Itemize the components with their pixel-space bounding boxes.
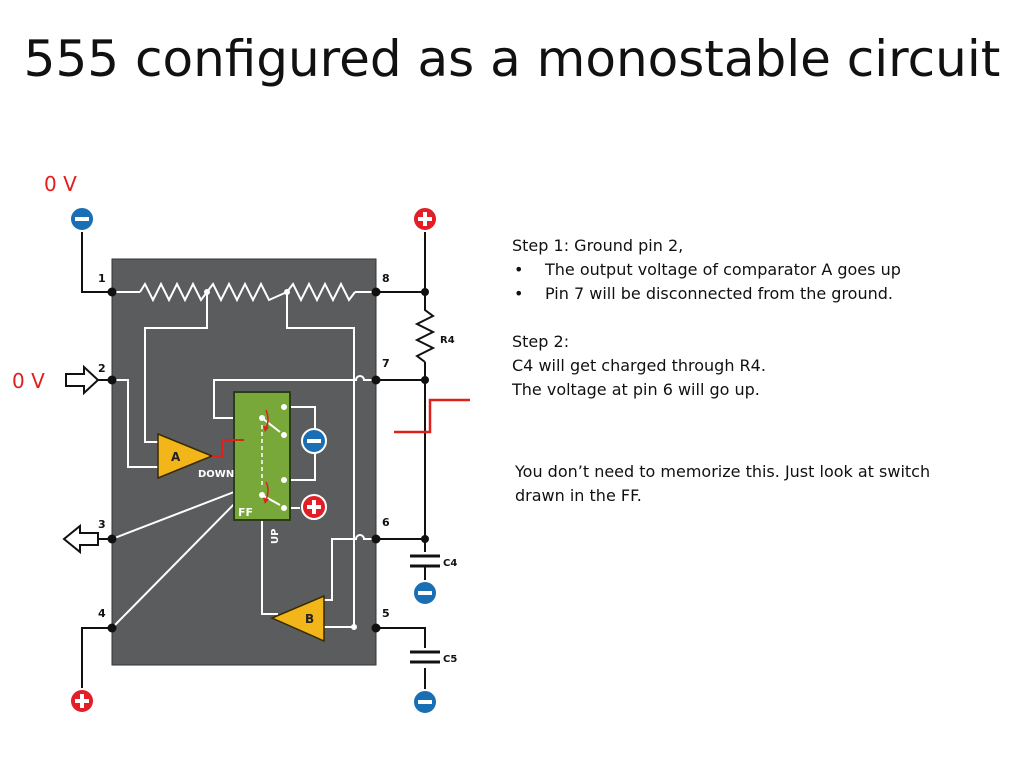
c4-label: C4 <box>443 558 457 569</box>
top-voltage-label: 0 V <box>44 172 77 196</box>
plus-circle-icon <box>69 688 95 714</box>
pin2-voltage-label: 0 V <box>12 369 45 393</box>
pin-4-label: 4 <box>98 607 106 620</box>
r4-resistor <box>414 305 436 363</box>
explanation-steps: Step 1: Ground pin 2, The output voltage… <box>512 234 1002 402</box>
minus-circle-icon <box>412 689 438 715</box>
step2-heading: Step 2: <box>512 332 570 351</box>
down-label: DOWN <box>198 469 234 480</box>
comparator-b <box>270 594 325 643</box>
c4-capacitor <box>410 554 440 568</box>
junction-dots <box>107 287 429 633</box>
comparator-a-label: A <box>171 450 181 464</box>
plus-circle-icon <box>412 206 438 232</box>
step1-bullet: Pin 7 will be disconnected from the grou… <box>512 282 1002 306</box>
minus-circle-icon <box>412 580 438 606</box>
pin-6-label: 6 <box>382 516 390 529</box>
step2-line: C4 will get charged through R4. <box>512 356 766 375</box>
plus-circle-icon <box>301 494 327 520</box>
minus-circle-icon <box>69 206 95 232</box>
pin3-output-arrow-icon <box>62 523 99 555</box>
step1-bullet-list: The output voltage of comparator A goes … <box>512 258 1002 306</box>
pin-7-label: 7 <box>382 357 390 370</box>
comparator-a <box>157 432 214 480</box>
step1-heading: Step 1: Ground pin 2, <box>512 236 684 255</box>
memorize-note: You don’t need to memorize this. Just lo… <box>515 462 931 505</box>
minus-circle-icon <box>301 428 327 454</box>
pin-3-label: 3 <box>98 518 106 531</box>
pin2-input-arrow-icon <box>65 364 100 396</box>
c5-capacitor <box>410 650 440 664</box>
step2-line: The voltage at pin 6 will go up. <box>512 380 760 399</box>
ff-label: FF <box>238 506 253 519</box>
pin-2-label: 2 <box>98 362 106 375</box>
c5-label: C5 <box>443 654 457 665</box>
comparator-a-output-trace <box>212 439 244 457</box>
pin-1-label: 1 <box>98 272 106 285</box>
switch-arms <box>261 417 281 506</box>
step1-bullet: The output voltage of comparator A goes … <box>512 258 1002 282</box>
internal-wires <box>111 281 376 629</box>
pin-5-label: 5 <box>382 607 390 620</box>
comparator-b-label: B <box>305 612 314 626</box>
internal-junction-dots <box>204 289 357 630</box>
pin-8-label: 8 <box>382 272 390 285</box>
pin6-voltage-step-trace <box>394 398 470 434</box>
up-label: UP <box>270 529 281 544</box>
r4-label: R4 <box>440 335 455 346</box>
slide-title: 555 configured as a monostable circuit <box>23 30 1001 88</box>
